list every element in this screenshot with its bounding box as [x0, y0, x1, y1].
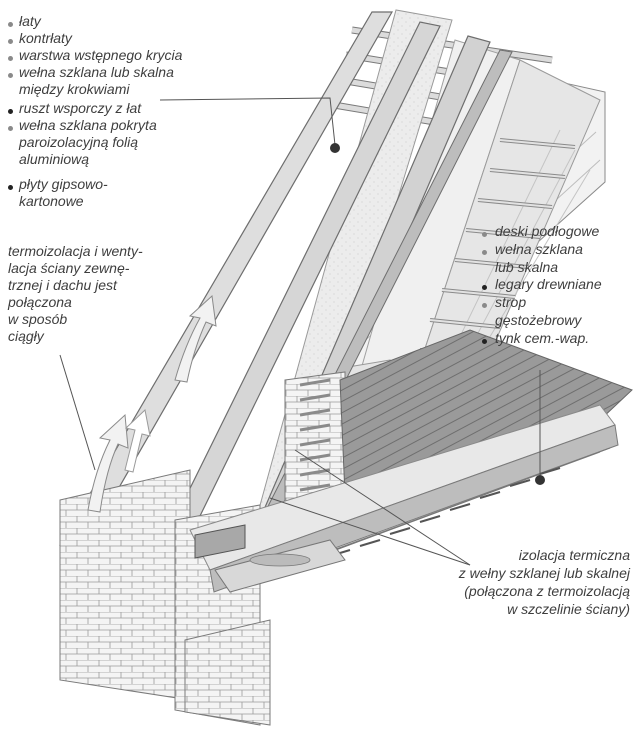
note-line: lacja ściany zewnę-: [8, 260, 130, 276]
label-strop: strop: [495, 294, 527, 310]
label-welna-miedzy-krokwiami: wełna szklana lub skalna: [19, 64, 174, 80]
bullet: [482, 303, 487, 308]
marker-dots: [330, 143, 545, 485]
bullet: [482, 285, 487, 290]
bullet: [482, 250, 487, 255]
note-line: połączona: [8, 294, 72, 310]
leader-lines: [59, 97, 541, 566]
note-line: w szczelinie ściany): [507, 601, 630, 617]
bullet: [482, 339, 487, 344]
bullet: [8, 109, 13, 114]
note-line: trznej i dachu jest: [8, 277, 117, 293]
bullet: [8, 22, 13, 27]
label-tynk: tynk cem.-wap.: [495, 330, 590, 346]
bullet: [482, 232, 487, 237]
label-welna-szklana-cont: lub skalna: [495, 259, 559, 275]
label-welna-szklana: wełna szklana: [495, 241, 583, 257]
label-deski-podlogowe: deski podłogowe: [495, 223, 600, 239]
label-welna-z-folia: wełna szklana pokryta: [19, 117, 157, 133]
bullet: [8, 56, 13, 61]
label-strop-cont: gęstożebrowy: [495, 312, 582, 328]
label-kontrlaty: kontrłaty: [19, 30, 72, 46]
label-plyty-gk-cont: kartonowe: [19, 193, 84, 209]
note-line: w sposób: [8, 311, 68, 327]
label-welna-miedzy-krokwiami-cont: między krokwiami: [19, 81, 130, 97]
label-welna-z-folia-cont: paroizolacyjną folią: [19, 134, 139, 150]
floor-boards: [339, 329, 633, 496]
label-welna-z-folia-cont2: aluminiową: [19, 151, 90, 167]
bullet: [8, 185, 13, 190]
label-laty: łaty: [19, 13, 41, 29]
note-line: z wełny szklanej lub skalnej: [458, 565, 630, 581]
note-line: termoizolacja i wenty-: [8, 243, 143, 259]
note-line: ciągły: [8, 328, 44, 344]
note-line: (połączona z termoizolacją: [464, 583, 630, 599]
hollow-blocks: [194, 524, 346, 593]
note-line: izolacja termiczna: [518, 547, 630, 563]
bullet: [8, 73, 13, 78]
label-legary-drewniane: legary drewniane: [495, 276, 602, 292]
bullet: [8, 126, 13, 131]
ventilation-arrows: [87, 294, 217, 513]
label-warstwa-wstepnego-krycia: warstwa wstępnego krycia: [19, 47, 183, 63]
label-plyty-gk: płyty gipsowo-: [19, 176, 108, 192]
label-ruszt-wsporczy: ruszt wsporczy z łat: [19, 100, 142, 116]
bullet: [8, 39, 13, 44]
